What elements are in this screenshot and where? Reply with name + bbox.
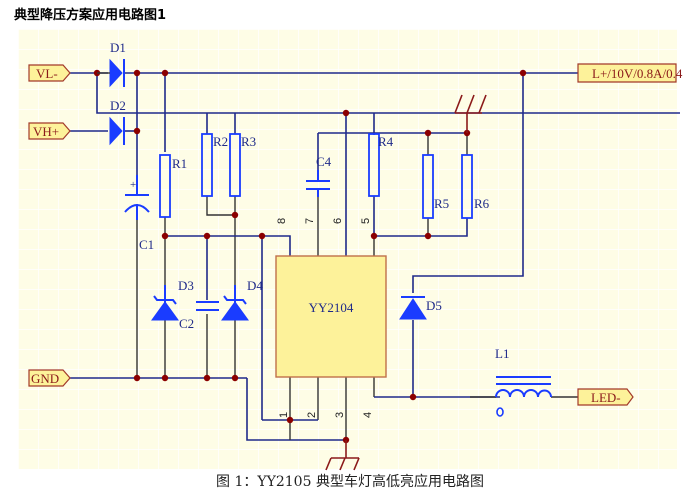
r3-label: R3 xyxy=(241,134,256,149)
junction xyxy=(133,127,141,135)
c1-label: C1 xyxy=(139,237,154,252)
junction xyxy=(424,232,432,240)
junction xyxy=(286,416,294,424)
junction xyxy=(258,232,266,240)
ground-symbol-top xyxy=(454,94,487,133)
junction xyxy=(161,232,169,240)
port-gnd-label: GND xyxy=(31,371,59,386)
resistor-r5: R5 xyxy=(422,154,449,219)
ic-pin-2: 2 xyxy=(306,412,318,418)
junction xyxy=(409,393,417,401)
r6-label: R6 xyxy=(474,196,490,211)
port-gnd: GND xyxy=(28,369,71,387)
r4-label: R4 xyxy=(378,134,394,149)
junction xyxy=(203,374,211,382)
junction xyxy=(161,69,169,77)
junction xyxy=(133,374,141,382)
port-vl: VL- xyxy=(28,64,71,82)
page-heading: 典型降压方案应用电路图1 xyxy=(14,8,167,23)
d5-label: D5 xyxy=(426,298,442,313)
junction xyxy=(424,129,432,137)
r1-label: R1 xyxy=(172,156,187,171)
r2-label: R2 xyxy=(213,134,228,149)
l1-dot-marker xyxy=(496,407,504,417)
ic-pin-7: 7 xyxy=(304,218,316,224)
resistor-r4: R4 xyxy=(368,133,394,197)
ic-pin-5: 5 xyxy=(360,218,372,224)
junction xyxy=(519,69,527,77)
port-led: LED- xyxy=(577,388,634,406)
c2-label: C2 xyxy=(179,316,194,331)
diode-d1: D1 xyxy=(97,40,126,88)
capacitor-c4: C4 xyxy=(306,154,332,197)
ground-symbol-bottom xyxy=(325,440,360,471)
port-vh: VH+ xyxy=(28,122,71,140)
c1-polarity-label: + xyxy=(130,179,136,191)
zener-d4: D4 xyxy=(221,278,263,321)
ic-yy2104: YY2104 8 7 6 5 1 2 3 4 xyxy=(275,218,387,418)
diode-d5: D5 xyxy=(399,296,442,320)
ic-name: YY2104 xyxy=(309,300,354,315)
inductor-l1: L1 xyxy=(495,346,552,417)
junction xyxy=(231,211,239,219)
diode-d2: D2 xyxy=(109,98,126,146)
c4-label: C4 xyxy=(316,154,332,169)
junction xyxy=(161,374,169,382)
port-vh-label: VH+ xyxy=(33,124,59,139)
port-led-label: LED- xyxy=(591,390,621,405)
junction xyxy=(342,109,350,117)
r5-label: R5 xyxy=(434,196,449,211)
junction xyxy=(203,232,211,240)
junction xyxy=(231,374,239,382)
resistor-r3: R3 xyxy=(229,133,256,197)
port-lplus-label: L+/10V/0.8A/0.4 xyxy=(592,66,683,81)
d1-label: D1 xyxy=(110,40,126,55)
capacitor-c1: + C1 xyxy=(124,175,154,252)
resistor-r1: R1 xyxy=(159,154,187,218)
d3-label: D3 xyxy=(178,278,194,293)
d4-label: D4 xyxy=(247,278,263,293)
d2-label: D2 xyxy=(110,98,126,113)
port-lplus: L+/10V/0.8A/0.4 xyxy=(577,63,683,83)
ic-pin-1: 1 xyxy=(278,412,290,418)
ic-pin-4: 4 xyxy=(362,412,374,418)
ic-pin-8: 8 xyxy=(276,218,288,224)
ic-pin-6: 6 xyxy=(332,218,344,224)
port-vl-label: VL- xyxy=(36,66,58,81)
junction xyxy=(370,232,378,240)
capacitor-c2: C2 xyxy=(179,301,219,331)
resistor-r6: R6 xyxy=(461,154,490,219)
wires xyxy=(70,72,680,441)
ic-pin-3: 3 xyxy=(334,412,346,418)
schematic-panel xyxy=(18,29,677,469)
junction xyxy=(133,69,141,77)
zener-d3: D3 xyxy=(151,278,194,321)
figure-caption: 图 1：YY2105 典型车灯高低亮应用电路图 xyxy=(216,474,484,490)
resistor-r2: R2 xyxy=(201,133,228,197)
l1-label: L1 xyxy=(495,346,509,361)
